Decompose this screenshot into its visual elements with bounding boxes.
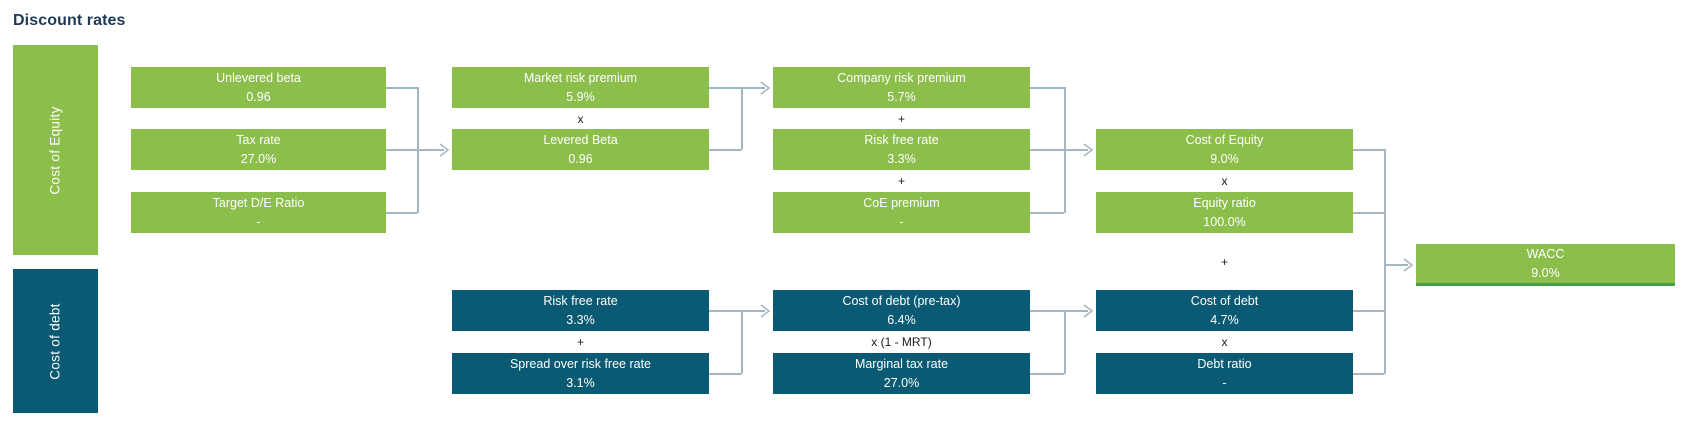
connector-line	[741, 87, 743, 150]
connector-line	[741, 87, 765, 89]
node-value: 5.7%	[887, 89, 916, 104]
connector-line	[1353, 212, 1384, 214]
node-target-de-ratio: Target D/E Ratio -	[131, 192, 386, 233]
operator-multiply: x	[1221, 174, 1228, 188]
operator-plus: +	[897, 174, 905, 188]
connector-line	[1353, 310, 1384, 312]
connector-line	[1030, 87, 1064, 89]
node-value: -	[899, 214, 904, 229]
node-label: Spread over risk free rate	[509, 357, 652, 371]
node-market-risk-premium: Market risk premium 5.9%	[452, 67, 709, 108]
arrowhead-icon	[760, 304, 771, 318]
node-label: Company risk premium	[837, 71, 966, 85]
node-tax-rate: Tax rate 27.0%	[131, 129, 386, 170]
node-cost-of-debt-pretax: Cost of debt (pre-tax) 6.4%	[773, 290, 1030, 331]
node-cost-of-equity: Cost of Equity 9.0%	[1096, 129, 1353, 170]
node-label: Risk free rate	[864, 133, 939, 147]
cost-of-debt-band-label: Cost of debt	[48, 302, 63, 380]
operator-plus: +	[576, 335, 584, 349]
operator-plus: +	[897, 111, 905, 126]
node-wacc: WACC 9.0%	[1416, 244, 1675, 286]
connector-line	[1030, 149, 1064, 151]
page-title: Discount rates	[13, 12, 126, 29]
connector-line	[386, 212, 417, 214]
node-coe-premium: CoE premium -	[773, 192, 1030, 233]
node-levered-beta: Levered Beta 0.96	[452, 129, 709, 170]
connector-line	[709, 149, 741, 151]
cost-of-equity-band: Cost of Equity	[13, 45, 98, 255]
operator-plus: +	[1220, 254, 1228, 269]
node-value: -	[256, 214, 261, 229]
node-label: Debt ratio	[1197, 357, 1252, 371]
arrowhead-icon	[1403, 258, 1414, 272]
node-value: 9.0%	[1210, 151, 1239, 166]
node-equity-ratio: Equity ratio 100.0%	[1096, 192, 1353, 233]
node-value: 5.9%	[566, 89, 595, 104]
connector-line	[1353, 373, 1384, 375]
node-label: Levered Beta	[543, 133, 618, 147]
operator-multiply-one-minus-mrt: x (1 - MRT)	[871, 335, 932, 349]
node-label: Unlevered beta	[216, 71, 301, 85]
node-label: WACC	[1526, 247, 1565, 261]
connector-line	[741, 310, 743, 374]
node-value: 3.3%	[887, 151, 916, 166]
node-value: 27.0%	[240, 151, 277, 166]
node-value: 27.0%	[883, 375, 920, 390]
node-label: Cost of Equity	[1185, 133, 1264, 147]
connector-line	[1064, 149, 1088, 151]
node-company-risk-premium: Company risk premium 5.7%	[773, 67, 1030, 108]
cost-of-equity-band-label: Cost of Equity	[48, 105, 63, 195]
connector-line	[709, 87, 741, 89]
arrowhead-icon	[439, 143, 450, 157]
connector-line	[417, 149, 444, 151]
node-spread-over-risk-free-rate: Spread over risk free rate 3.1%	[452, 353, 709, 394]
node-value: 100.0%	[1203, 214, 1246, 229]
connector-line	[1030, 373, 1064, 375]
operator-multiply: x	[577, 111, 584, 126]
cost-of-debt-band: Cost of debt	[13, 269, 98, 413]
connector-line	[1384, 149, 1386, 374]
node-risk-free-rate-debt: Risk free rate 3.3%	[452, 290, 709, 331]
node-value: 4.7%	[1210, 312, 1239, 327]
operator-multiply: x	[1221, 335, 1228, 349]
connector-line	[1030, 310, 1064, 312]
arrowhead-icon	[760, 81, 771, 95]
node-label: Equity ratio	[1193, 196, 1256, 210]
node-value: 3.1%	[566, 375, 595, 390]
node-label: Target D/E Ratio	[212, 196, 305, 210]
node-value: 3.3%	[566, 312, 595, 327]
connector-line	[1064, 310, 1088, 312]
node-label: Tax rate	[236, 133, 281, 147]
node-label: CoE premium	[863, 196, 940, 210]
connector-line	[1030, 212, 1064, 214]
connector-line	[709, 373, 741, 375]
connector-line	[709, 310, 741, 312]
node-risk-free-rate-equity: Risk free rate 3.3%	[773, 129, 1030, 170]
node-cost-of-debt: Cost of debt 4.7%	[1096, 290, 1353, 331]
node-label: Market risk premium	[523, 71, 638, 85]
connector-line	[386, 149, 417, 151]
connector-line	[1353, 149, 1384, 151]
node-label: Cost of debt (pre-tax)	[842, 294, 961, 308]
node-marginal-tax-rate: Marginal tax rate 27.0%	[773, 353, 1030, 394]
node-value: 6.4%	[887, 312, 916, 327]
node-label: Cost of debt	[1190, 294, 1259, 308]
node-value: -	[1222, 375, 1227, 390]
node-unlevered-beta: Unlevered beta 0.96	[131, 67, 386, 108]
connector-line	[1064, 310, 1066, 374]
arrowhead-icon	[1083, 143, 1094, 157]
connector-line	[741, 310, 765, 312]
connector-line	[386, 87, 417, 89]
arrowhead-icon	[1083, 304, 1094, 318]
node-debt-ratio: Debt ratio -	[1096, 353, 1353, 394]
node-value: 9.0%	[1531, 265, 1560, 280]
node-label: Marginal tax rate	[854, 357, 949, 371]
node-label: Risk free rate	[543, 294, 618, 308]
node-value: 0.96	[568, 151, 593, 166]
connector-line	[1384, 264, 1408, 266]
node-value: 0.96	[246, 89, 271, 104]
